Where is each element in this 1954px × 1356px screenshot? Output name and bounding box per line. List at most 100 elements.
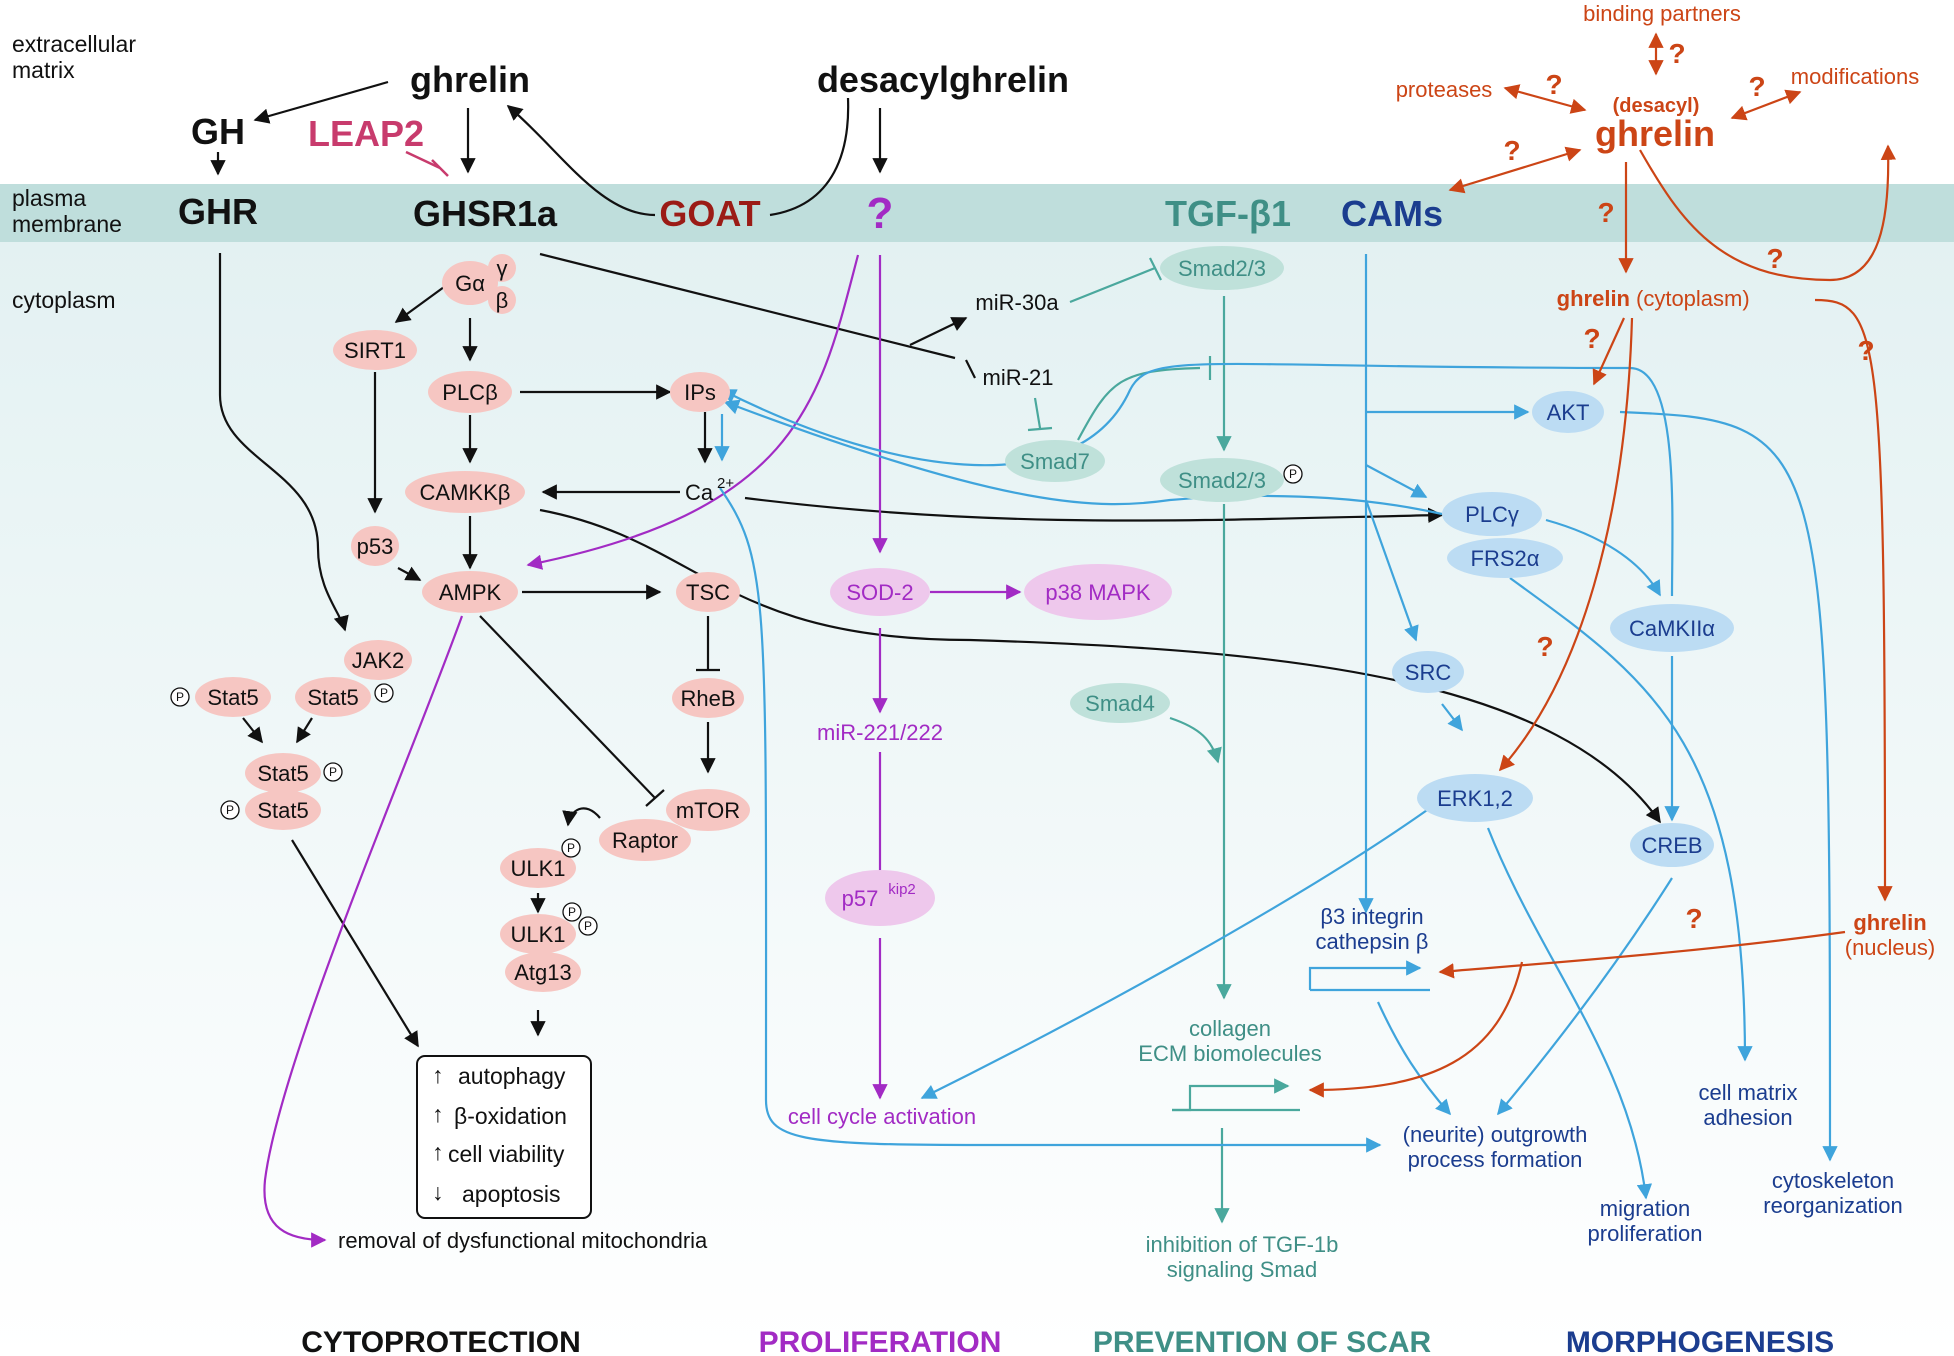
p38-label: p38 MAPK [1045, 580, 1150, 605]
outcome-text-2: β-oxidation [454, 1103, 567, 1129]
phospho-icon-ulk1b1 [562, 902, 582, 922]
ca-superscript: 2+ [717, 475, 734, 492]
ulk1-node-b [500, 914, 576, 954]
plcg-label: PLCγ [1465, 502, 1519, 527]
sirt1-label: SIRT1 [344, 338, 406, 363]
category-footer: CYTOPROTECTION PROLIFERATION PREVENTION … [301, 1326, 1834, 1356]
question-internalization: ? [1597, 197, 1614, 228]
erk-node [1417, 774, 1533, 822]
mirna-labels: miR-30a miR-21 [975, 290, 1059, 390]
edge-cyto-nucleus [1814, 298, 1893, 902]
sirt1-node [333, 330, 417, 370]
src-node [1392, 651, 1464, 693]
ulk1-node-a [500, 848, 576, 888]
proliferation-nodes: SOD-2 p38 MAPK miR-221/222 p57 kip2 cell… [788, 564, 1172, 1129]
jak2-node [344, 640, 412, 680]
mtor-node [666, 789, 750, 831]
desacylghrelin-ligand: desacylghrelin [817, 59, 1069, 100]
edge-ghrelin-modifications [1730, 89, 1802, 121]
edge-ghr-jak2 [218, 253, 349, 632]
cams-receptor: CAMs [1341, 193, 1443, 234]
ulk1-label-a: ULK1 [510, 856, 565, 881]
p57-node [825, 870, 935, 926]
ghrelin-cytoplasm-suffix: (cytoplasm) [1636, 286, 1750, 311]
ghrelin-ligand: ghrelin [410, 59, 530, 100]
outcome-text-4: apoptosis [462, 1181, 560, 1207]
p38-node [1024, 564, 1172, 620]
gamma-node [488, 254, 516, 282]
cytoprotection-outcome-box: ↑ autophagy ↑ β-oxidation ↑ cell viabili… [416, 1055, 592, 1219]
p57-label: p57 [842, 886, 879, 911]
edge-cyto-akt [1592, 317, 1626, 386]
mir30a-label: miR-30a [975, 290, 1059, 315]
mir221-label: miR-221/222 [817, 720, 943, 745]
edge-ca-plcg [744, 496, 1444, 523]
edge-ca-neurite [719, 487, 1382, 1153]
ca-label: Ca [685, 480, 714, 505]
question-membrane: ? [1503, 135, 1520, 166]
ghrelin-fate-panel: binding partners proteases modifications… [1396, 1, 1936, 960]
smad7-node [1005, 440, 1105, 482]
sod2-node [830, 568, 930, 616]
edge-cams-plcg [1365, 464, 1428, 498]
mtor-label: mTOR [676, 798, 740, 823]
edge-mir21-bar [965, 359, 976, 379]
ghrelin-nucleus: ghrelin [1853, 910, 1926, 935]
question-akt: ? [1583, 323, 1600, 354]
edge-plcg-camk2a [1545, 518, 1661, 597]
smad4-node [1070, 683, 1170, 723]
smad7-label: Smad7 [1020, 449, 1090, 474]
question-proteases: ? [1545, 69, 1562, 100]
camkkb-label: CAMKKβ [420, 480, 511, 505]
smad23-label: Smad2/3 [1178, 256, 1266, 281]
phospho-label-ulk1b2: P [584, 919, 592, 933]
src-label: SRC [1405, 660, 1452, 685]
ghrelin-nucleus-suffix: (nucleus) [1845, 935, 1935, 960]
edge-ghrelin-gh [253, 80, 389, 124]
edge-akt-cytoskeleton [1619, 410, 1838, 1162]
p57-superscript: kip2 [888, 881, 916, 898]
proteases-label: proteases [1396, 77, 1493, 102]
outcome-box-frame [416, 1055, 592, 1219]
raptor-node [599, 819, 691, 861]
stat5-label-c: Stat5 [257, 761, 308, 786]
ampk-label: AMPK [439, 580, 502, 605]
sod2-label: SOD-2 [846, 580, 913, 605]
stat5-label-b: Stat5 [307, 685, 358, 710]
smad4-label: Smad4 [1085, 691, 1155, 716]
rheb-node [672, 678, 744, 718]
question-transcription: ? [1685, 903, 1702, 934]
smad23p-label: Smad2/3 [1178, 468, 1266, 493]
smad23-node [1160, 246, 1284, 290]
jak2-label: JAK2 [352, 648, 405, 673]
phospho-label-ulk1b1: P [568, 905, 576, 919]
galpha-node [442, 261, 498, 305]
phospho-icon-ulk1b2 [578, 916, 598, 936]
phospho-icon-stat5b [374, 683, 394, 703]
ulk1-label-b: ULK1 [510, 922, 565, 947]
phospho-label-smad23: P [1289, 467, 1297, 481]
tgfb1-receptor: TGF-β1 [1165, 193, 1291, 234]
stat5-label-d: Stat5 [257, 798, 308, 823]
edge-frs2a-matrix [1509, 577, 1753, 1062]
creb-label: CREB [1641, 833, 1702, 858]
desacyl-label: (desacyl) [1613, 95, 1700, 117]
frs2a-node [1447, 538, 1563, 578]
edge-raptor-ulk1 [562, 807, 601, 827]
edge-ghrelin-proteases [1503, 84, 1587, 114]
leap2-inhibition-bar [405, 150, 449, 177]
edge-cams-src [1364, 499, 1419, 642]
ghrelin-extracellular: ghrelin [1595, 113, 1715, 154]
morphogenesis-nodes: AKT PLCγ FRS2α CaMKIIα SRC ERK1,2 CREB β… [1316, 391, 1903, 1246]
tsc-label: TSC [686, 580, 730, 605]
phospho-icon-stat5c [323, 762, 343, 782]
atg13-label: Atg13 [514, 960, 572, 985]
edge-mir30a-branch [909, 317, 968, 346]
edge-tsc-rheb-bar [696, 616, 720, 672]
tsc-node [676, 572, 740, 612]
